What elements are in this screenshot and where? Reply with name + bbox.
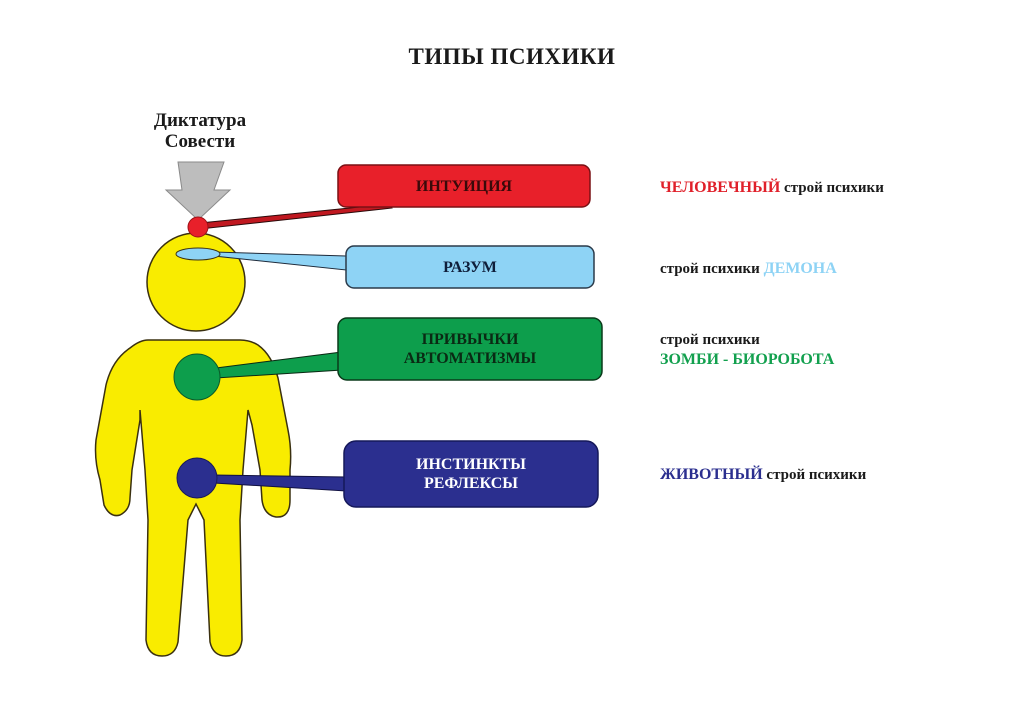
instincts-point xyxy=(176,457,218,499)
reason-desc-prefix: строй психики xyxy=(660,261,764,277)
reason-label: РАЗУМ xyxy=(346,246,594,288)
habits-description: строй психики ЗОМБИ - БИОРОБОТА xyxy=(660,330,834,370)
instincts-label: ИНСТИНКТЫ РЕФЛЕКСЫ xyxy=(344,441,598,507)
habits-label-line-1: ПРИВЫЧКИ xyxy=(421,331,519,348)
habits-label-line-2: АВТОМАТИЗМЫ xyxy=(403,350,537,367)
conscience-caption: Диктатура Совести xyxy=(140,110,260,152)
habits-label: ПРИВЫЧКИ АВТОМАТИЗМЫ xyxy=(338,318,602,380)
instincts-label-line-2: РЕФЛЕКСЫ xyxy=(423,475,519,492)
conscience-arrow xyxy=(164,161,232,221)
habits-highlight: ЗОМБИ - БИОРОБОТА xyxy=(660,351,835,368)
instincts-label-line-1: ИНСТИНКТЫ xyxy=(416,456,526,473)
caption-line-2: Совести xyxy=(164,131,236,152)
reason-point xyxy=(175,247,221,261)
reason-box xyxy=(345,245,595,289)
instincts-box xyxy=(343,440,599,508)
instincts-description: ЖИВОТНЫЙ строй психики xyxy=(660,465,866,485)
intuition-box xyxy=(337,164,591,208)
intuition-highlight: ЧЕЛОВЕЧНЫЙ xyxy=(660,179,781,196)
habits-desc-prefix: строй психики xyxy=(660,332,760,348)
intuition-description: ЧЕЛОВЕЧНЫЙ строй психики xyxy=(660,178,884,198)
habits-box xyxy=(337,317,603,381)
caption-line-1: Диктатура xyxy=(153,110,247,131)
habits-point xyxy=(173,353,221,401)
intuition-desc-rest: строй психики xyxy=(780,180,884,196)
instincts-highlight: ЖИВОТНЫЙ xyxy=(660,466,763,483)
reason-highlight: ДЕМОНА xyxy=(763,260,837,277)
intuition-point xyxy=(187,216,209,238)
reason-description: строй психики ДЕМОНА xyxy=(660,259,837,279)
intuition-label: ИНТУИЦИЯ xyxy=(338,165,590,207)
intuition-label-line: ИНТУИЦИЯ xyxy=(415,177,513,195)
instincts-desc-rest: строй психики xyxy=(762,467,867,483)
page-title: ТИПЫ ПСИХИКИ xyxy=(408,44,616,69)
reason-label-line: РАЗУМ xyxy=(443,258,497,276)
